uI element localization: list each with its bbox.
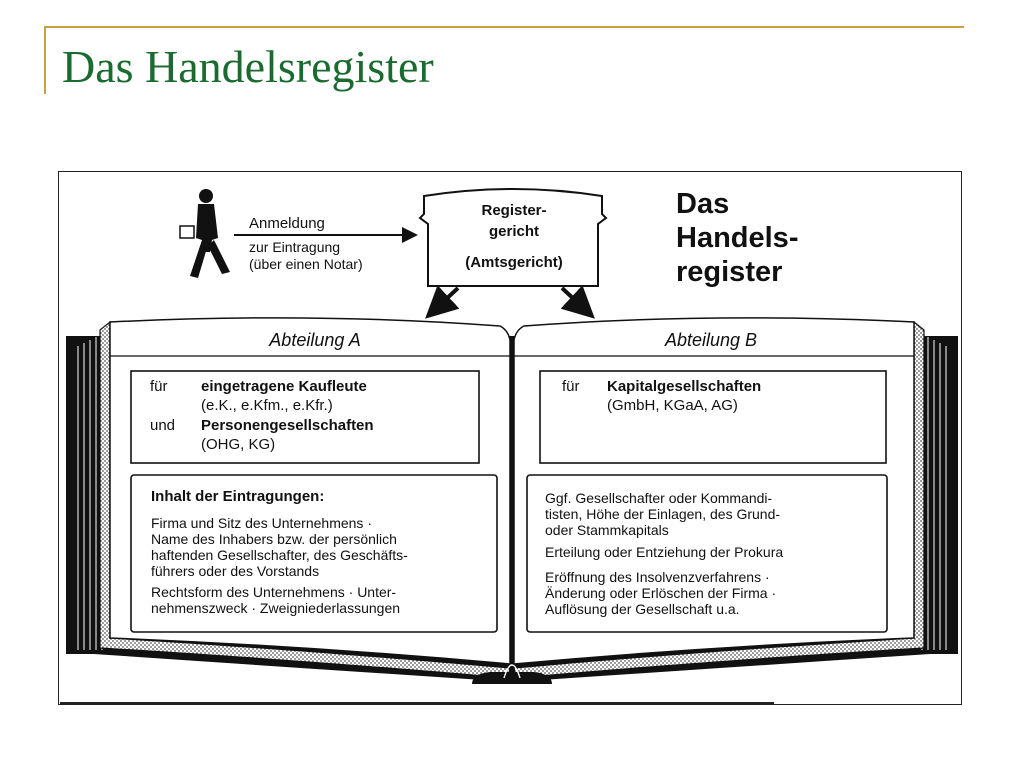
section-a-content-line: Name des Inhabers bzw. der persönlich: [151, 531, 397, 547]
section-b-prefix: für: [562, 378, 580, 395]
section-a-content-line: nehmenszweck · Zweigniederlassungen: [151, 600, 401, 616]
figure-bottom-line: [60, 702, 774, 704]
section-b-title: Abteilung B: [664, 330, 758, 350]
section-b-content-line: Eröffnung des Insolvenzverfahrens ·: [545, 569, 770, 585]
section-a-prefix-1: für: [150, 378, 168, 395]
section-b-content-box: [526, 474, 888, 633]
section-a-content-line: haftenden Gesellschafter, des Geschäfts-: [151, 547, 408, 563]
book-page-stack-right: [513, 320, 925, 679]
title-rule-horizontal: [44, 26, 964, 28]
section-b-content-line: Änderung oder Erlöschen der Firma ·: [545, 585, 777, 601]
court-subtitle: (Amtsgericht): [465, 254, 563, 271]
diagram-heading-line-1: Das: [676, 188, 730, 220]
section-b-content-line: Erteilung oder Entziehung der Prokura: [545, 544, 784, 560]
diagram-heading-line-3: register: [676, 256, 783, 288]
book-page-stack-left: [99, 320, 511, 679]
section-a-scope-box: [130, 370, 480, 464]
registration-line-1: Anmeldung: [249, 215, 325, 232]
slide-title: Das Handelsregister: [62, 41, 434, 92]
section-a-content-heading: Inhalt der Eintragungen:: [151, 488, 325, 505]
section-a-entity-2: Personengesellschaften: [201, 417, 374, 434]
section-a-content-line: Firma und Sitz des Unternehmens ·: [151, 515, 372, 531]
section-a-entity-1: eingetragene Kaufleute: [201, 378, 367, 395]
section-a-content-line: führers oder des Vorstands: [151, 563, 320, 579]
section-a-examples-2: (OHG, KG): [201, 436, 276, 453]
registration-line-3: (über einen Notar): [249, 256, 363, 272]
section-b-content-line: tisten, Höhe der Einlagen, des Grund-: [545, 506, 781, 522]
section-b-entity: Kapitalgesellschaften: [607, 378, 762, 395]
book-spine-base: [472, 672, 552, 684]
section-b-content-line: Ggf. Gesellschafter oder Kommandi-: [545, 490, 773, 506]
section-a-content-box: [130, 474, 498, 633]
court-name-line-2: gericht: [488, 223, 539, 240]
figure-frame: [58, 171, 962, 705]
court-to-section-b-arrow: [560, 285, 595, 319]
section-b-scope-box: [539, 370, 887, 464]
registration-line-2: zur Eintragung: [249, 239, 341, 255]
court-name-line-1: Register-: [481, 202, 547, 219]
section-a-title: Abteilung A: [269, 330, 361, 350]
section-b-content-line: oder Stammkapitals: [545, 522, 669, 538]
section-a-examples-1: (e.K., e.Kfm., e.Kfr.): [201, 397, 333, 414]
section-a-prefix-2: und: [150, 417, 176, 434]
section-b-content-line: Auflösung der Gesellschaft u.a.: [545, 601, 740, 617]
section-a-content-line: Rechtsform des Unternehmens · Unter-: [151, 584, 397, 600]
person-icon: [179, 189, 230, 278]
court-to-section-a-arrow: [425, 285, 460, 319]
section-b-examples: (GmbH, KGaA, AG): [607, 397, 738, 414]
diagram-heading-line-2: Handels-: [676, 222, 799, 254]
title-rule-vertical: [44, 26, 46, 94]
